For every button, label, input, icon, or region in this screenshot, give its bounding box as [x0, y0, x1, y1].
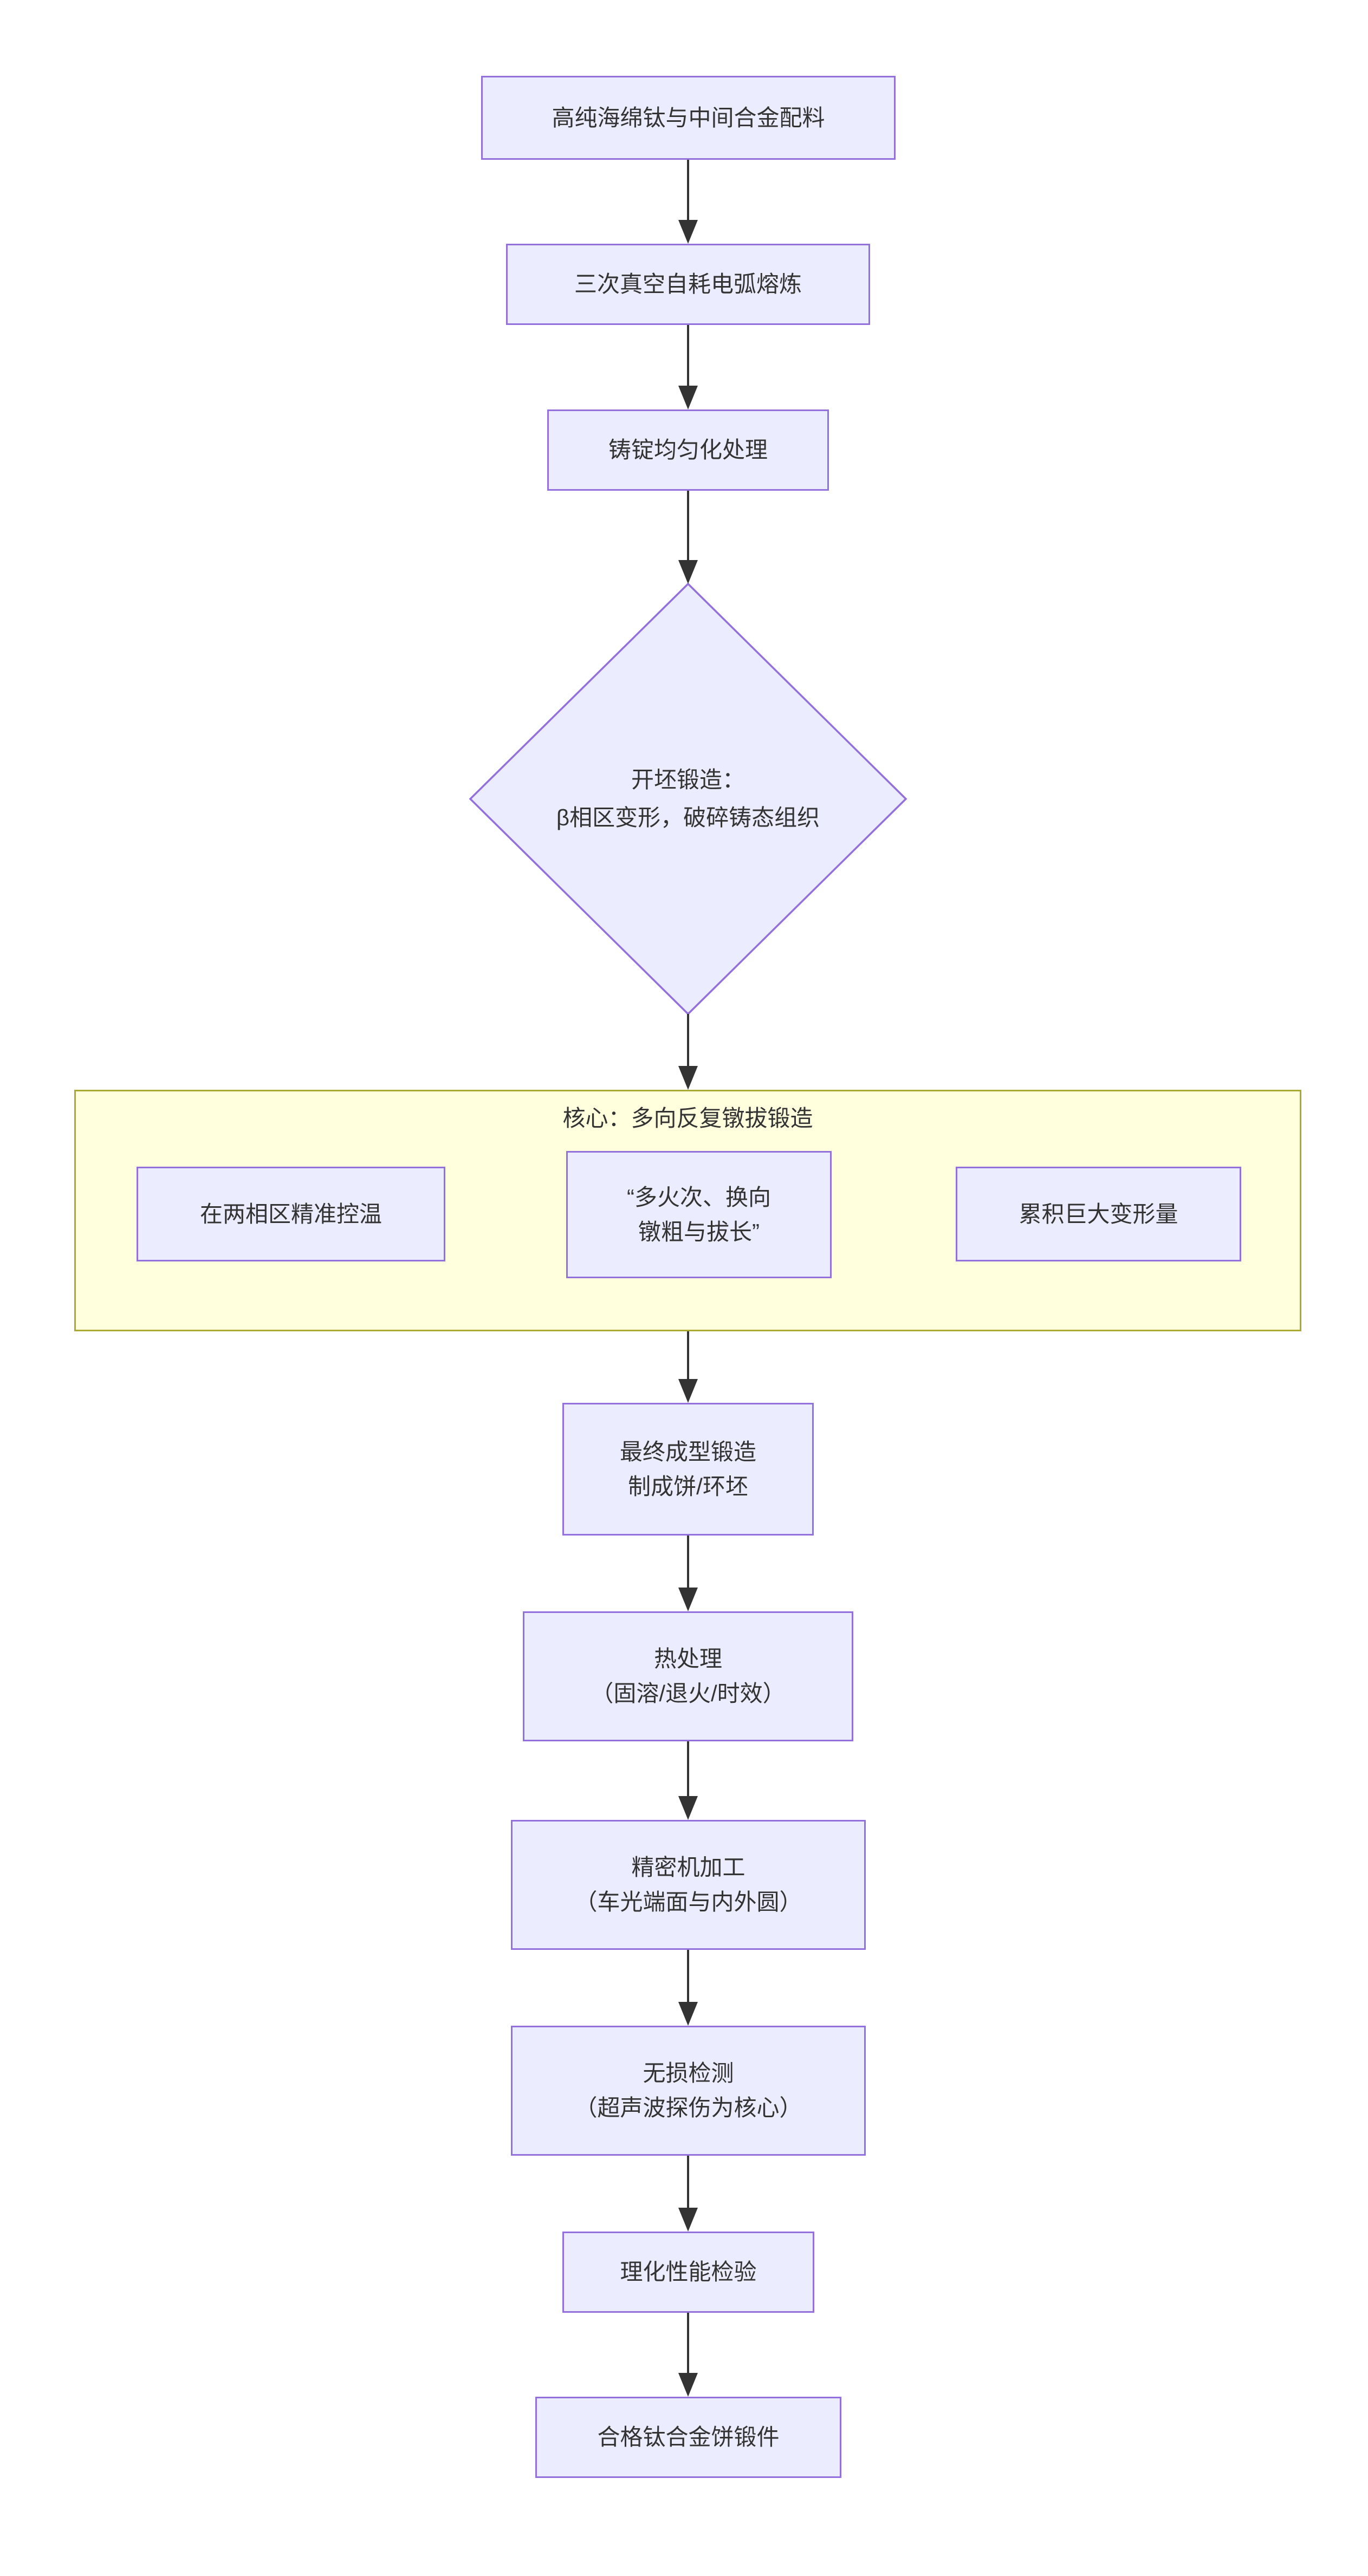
- edge-finalforging-heattreat: [678, 1536, 698, 1611]
- node-label: 高纯海绵钛与中间合金配料: [552, 105, 825, 131]
- node-label-line2: （车光端面与内外圆）: [574, 1889, 802, 1915]
- edge-inspection-qualified: [678, 2313, 698, 2397]
- edge-core-finalforging: [678, 1331, 698, 1403]
- node-heat-treatment: 热处理 （固溶/退火/时效）: [523, 1611, 853, 1741]
- edge-heattreat-machining: [678, 1741, 698, 1820]
- node-label-line1: 热处理: [653, 1646, 722, 1671]
- node-label-line1: 开坯锻造：: [631, 767, 745, 792]
- node-label-line2: （固溶/退火/时效）: [591, 1681, 786, 1706]
- node-materials: 高纯海绵钛与中间合金配料: [481, 76, 896, 160]
- node-label-line1: “多火次、换向: [627, 1184, 771, 1210]
- node-qualified: 合格钛合金饼锻件: [535, 2397, 841, 2478]
- edge-machining-ndt: [678, 1950, 698, 2026]
- node-temp-control: 在两相区精准控温: [137, 1167, 445, 1261]
- edge-homogenize-cogging: [678, 491, 698, 584]
- node-inspection: 理化性能检验: [562, 2232, 814, 2313]
- node-label: 三次真空自耗电弧熔炼: [574, 271, 802, 297]
- node-label: 理化性能检验: [620, 2259, 757, 2285]
- edge-cogging-core: [678, 1014, 698, 1090]
- node-upset-drawing: “多火次、换向 镦粗与拔长”: [566, 1151, 832, 1278]
- node-label-line2: β相区变形，破碎铸态组织: [556, 805, 820, 830]
- node-ndt: 无损检测 （超声波探伤为核心）: [511, 2026, 866, 2156]
- node-final-forging: 最终成型锻造 制成饼/环坯: [562, 1403, 814, 1536]
- edge-melting-homogenize: [678, 325, 698, 409]
- node-label: 在两相区精准控温: [199, 1201, 382, 1227]
- node-label: 合格钛合金饼锻件: [597, 2424, 780, 2450]
- node-label: 累积巨大变形量: [1019, 1201, 1178, 1227]
- node-melting: 三次真空自耗电弧熔炼: [506, 244, 870, 325]
- node-machining: 精密机加工 （车光端面与内外圆）: [511, 1820, 866, 1950]
- node-cogging-label: 开坯锻造： β相区变形，破碎铸态组织: [470, 584, 906, 1014]
- core-subgraph-title: 核心：多向反复镦拔锻造: [562, 1105, 813, 1131]
- edge-materials-melting: [678, 160, 698, 244]
- node-label-line2: 制成饼/环坯: [628, 1473, 748, 1499]
- node-label-line1: 无损检测: [643, 2060, 734, 2086]
- node-label: 铸锭均匀化处理: [608, 437, 768, 463]
- node-label-line2: 镦粗与拔长”: [638, 1219, 760, 1245]
- node-homogenize: 铸锭均匀化处理: [547, 409, 829, 491]
- node-label-line2: （超声波探伤为核心）: [574, 2095, 802, 2120]
- node-accumulate: 累积巨大变形量: [956, 1167, 1241, 1261]
- edge-ndt-inspection: [678, 2156, 698, 2232]
- node-label-line1: 精密机加工: [631, 1855, 745, 1880]
- node-label-line1: 最终成型锻造: [619, 1439, 756, 1465]
